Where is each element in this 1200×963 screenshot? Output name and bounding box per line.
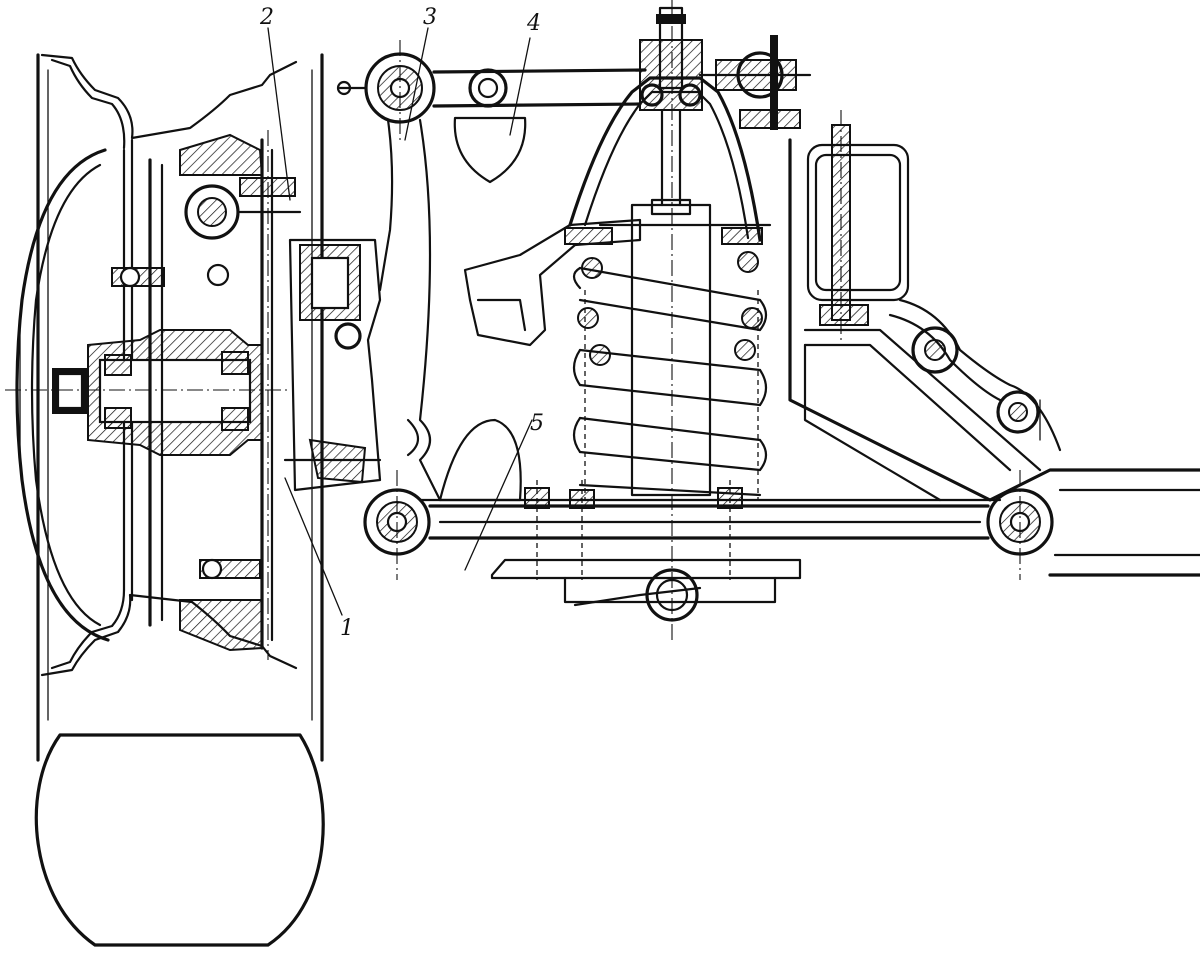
callout-1: 1 xyxy=(340,616,354,641)
wheel-tire xyxy=(34,53,325,947)
callout-2: 2 xyxy=(259,5,274,30)
callout-3: 3 xyxy=(423,5,437,30)
callout-leaders xyxy=(267,27,533,616)
callout-4: 4 xyxy=(526,11,541,36)
crossmember-body xyxy=(378,118,1002,502)
coil-spring xyxy=(564,227,768,500)
steering-knuckle xyxy=(283,238,382,492)
upper-control-arm xyxy=(336,40,647,184)
callouts: 1 2 3 4 5 xyxy=(259,5,544,641)
hub-and-brake-disc xyxy=(5,130,302,660)
callout-5: 5 xyxy=(530,411,544,436)
frame-crossmember xyxy=(788,138,1200,577)
shock-absorber xyxy=(630,0,712,640)
lower-control-arm xyxy=(363,470,1054,622)
stabilizer-mount xyxy=(698,35,910,340)
